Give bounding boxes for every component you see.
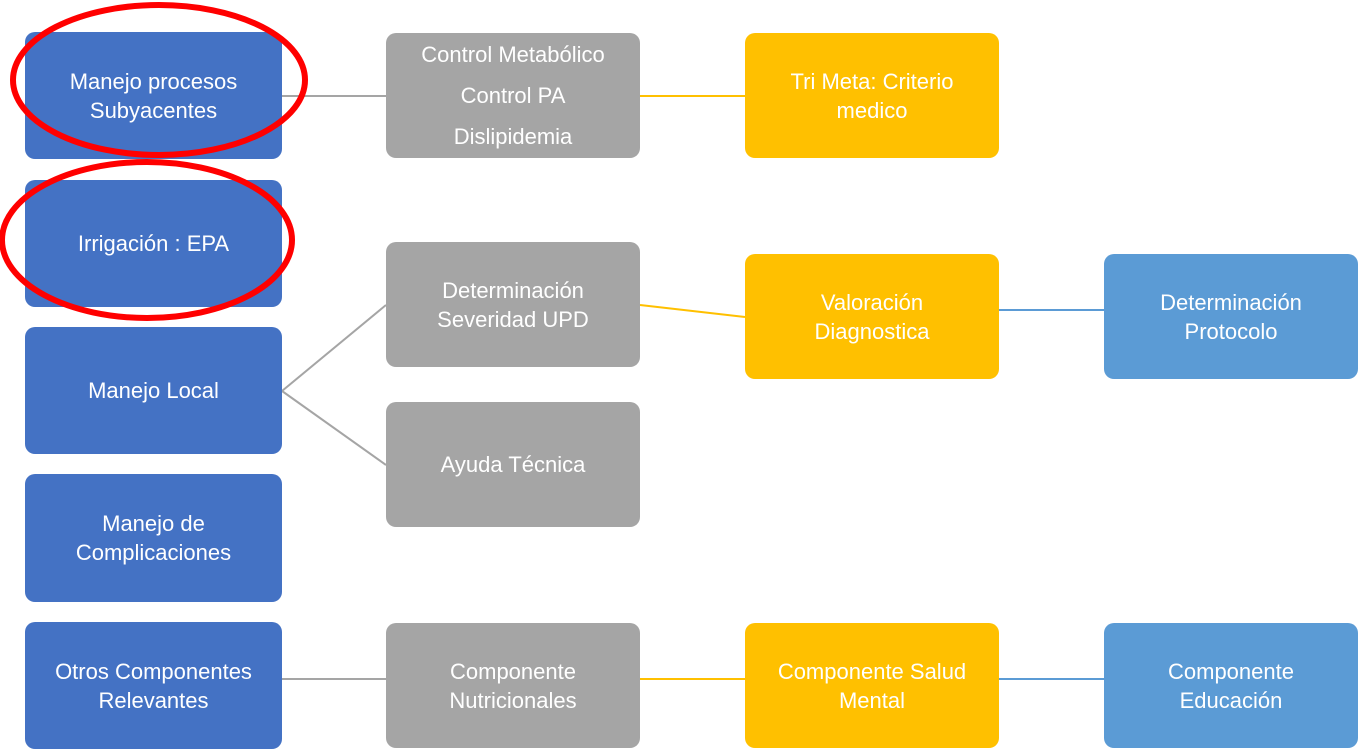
node-label-line: Componente Salud — [777, 658, 967, 684]
node-label-line: Dislipidemia — [453, 124, 573, 149]
node-ayuda-tecnica: Ayuda Técnica — [386, 402, 640, 527]
node-label-line: Componente — [450, 658, 576, 684]
node-label-line: Manejo de — [102, 511, 205, 536]
node-label-line: Ayuda Técnica — [440, 452, 586, 477]
node-label-line: Educación — [1179, 687, 1283, 713]
connector-manejo-local-to-determinacion — [281, 304, 387, 392]
node-manejo-de-complicaciones: Manejo de Complicaciones — [25, 474, 282, 602]
node-label-line: Protocolo — [1184, 318, 1278, 344]
node-label-line: medico — [836, 97, 908, 123]
node-label-line: Irrigación : EPA — [77, 231, 230, 256]
node-componente-educacion: Componente Educación — [1104, 623, 1358, 748]
node-componente-nutricionales: Componente Nutricionales — [386, 623, 640, 748]
node-label-line: Componente — [1168, 658, 1294, 684]
node-label-line: Control PA — [460, 83, 566, 108]
node-label-line: Tri Meta: Criterio — [790, 68, 954, 94]
node-label-line: Manejo Local — [88, 378, 219, 403]
node-valoracion-diagnostica: Valoración Diagnostica — [745, 254, 999, 379]
node-tri-meta-criterio-medico: Tri Meta: Criterio medico — [745, 33, 999, 158]
node-label-line: Control Metabólico — [421, 42, 605, 67]
node-label-line: Mental — [838, 687, 906, 713]
node-determinacion-severidad-upd: Determinación Severidad UPD — [386, 242, 640, 367]
node-componente-salud-mental: Componente Salud Mental — [745, 623, 999, 748]
node-label-line: Determinación — [442, 277, 584, 303]
node-label-line: Complicaciones — [75, 540, 232, 565]
node-label-line: Determinación — [1160, 289, 1302, 315]
node-label-line: Severidad UPD — [437, 306, 589, 332]
node-label-line: Diagnostica — [814, 318, 930, 344]
node-otros-componentes-relevantes: Otros Componentes Relevantes — [25, 622, 282, 749]
node-determinacion-protocolo: Determinación Protocolo — [1104, 254, 1358, 379]
node-label-line: Valoración — [820, 289, 924, 315]
node-label-line: Nutricionales — [449, 687, 577, 713]
node-label-line: Relevantes — [98, 687, 209, 713]
node-manejo-procesos-subyacentes: Manejo procesos Subyacentes — [25, 32, 282, 159]
connector-determinacion-to-valoracion — [639, 304, 746, 318]
node-label-line: Otros Componentes — [55, 658, 252, 684]
node-label-line: Subyacentes — [89, 97, 218, 123]
node-control-metabolico: Control Metabólico Control PA Dislipidem… — [386, 33, 640, 158]
connector-manejo-local-to-ayuda — [281, 390, 387, 466]
node-irrigacion-epa: Irrigación : EPA — [25, 180, 282, 307]
node-label-line: Manejo procesos — [69, 68, 238, 94]
node-manejo-local: Manejo Local — [25, 327, 282, 454]
